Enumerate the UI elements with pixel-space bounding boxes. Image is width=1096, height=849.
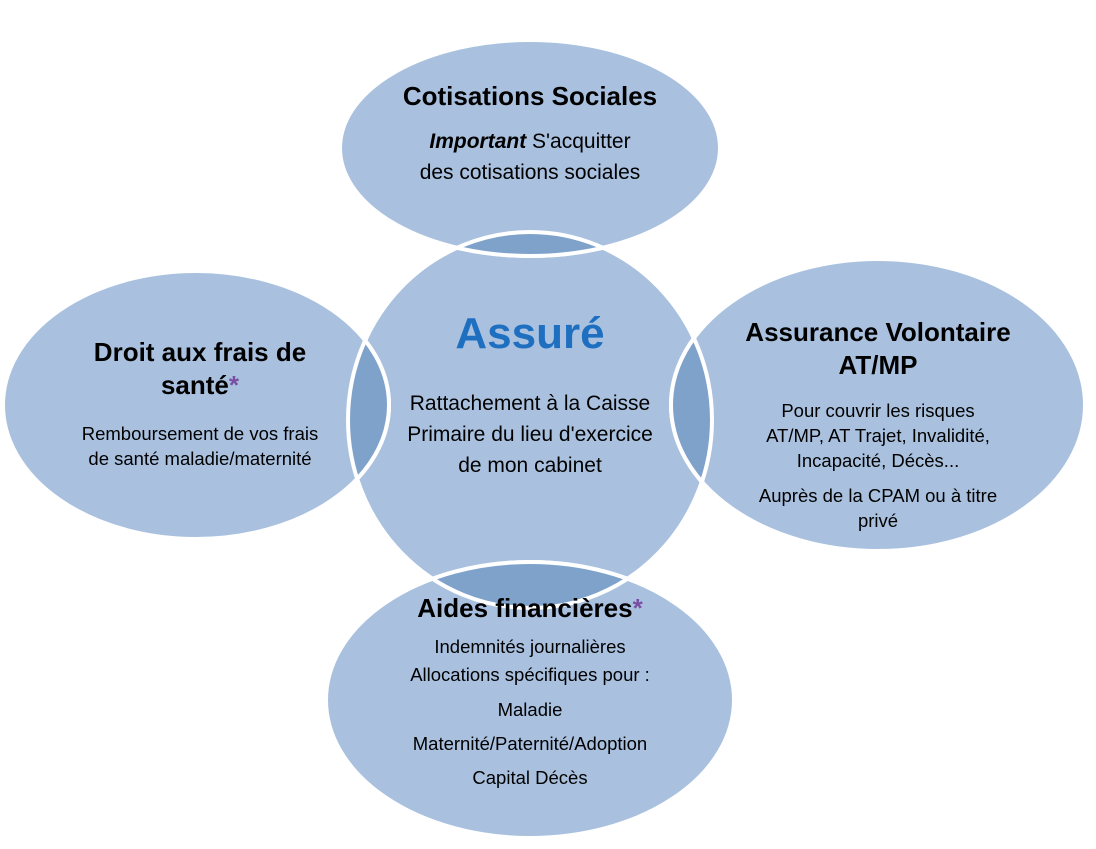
bottom-title-text: Aides financières — [417, 593, 633, 623]
left-title: Droit aux frais de santé* — [30, 336, 370, 402]
top-text-line2: des cotisations sociales — [419, 161, 641, 184]
left-circle — [1, 269, 391, 541]
center-circle-outline — [346, 230, 714, 610]
right-text-line5: privé — [857, 510, 899, 531]
right-text-line4: Auprès de la CPAM ou à titre — [758, 485, 998, 506]
right-text-line1: Pour couvrir les risques — [781, 400, 975, 421]
bottom-title: Aides financières* — [340, 592, 720, 625]
bottom-item-4: Capital Décès — [472, 767, 588, 788]
right-title: Assurance Volontaire AT/MP — [700, 316, 1056, 382]
bottom-item-3: Maternité/Paternité/Adoption — [412, 733, 648, 754]
right-title-line2: AT/MP — [838, 350, 918, 380]
right-text: Pour couvrir les risques AT/MP, AT Traje… — [700, 398, 1056, 473]
bottom-item-2: Maladie — [497, 699, 563, 720]
left-text-line2: de santé maladie/maternité — [88, 448, 312, 469]
right-text-line2: AT/MP, AT Trajet, Invalidité, — [766, 425, 990, 446]
right-text-line3: Incapacité, Décès... — [796, 450, 960, 471]
left-title-line1: Droit aux frais de — [93, 337, 307, 367]
overlap-right — [669, 257, 712, 553]
right-text-secondary: Auprès de la CPAM ou à titre privé — [700, 483, 1056, 533]
bottom-item-0: Indemnités journalières — [434, 636, 626, 657]
bottom-item-1: Allocations spécifiques pour : — [410, 664, 650, 685]
overlap-left — [348, 269, 391, 541]
center-text: Rattachement à la Caisse Primaire du lie… — [407, 392, 653, 477]
left-asterisk: * — [228, 370, 240, 400]
center-title: Assuré — [455, 309, 605, 358]
top-text-line1: S'acquitter — [526, 130, 631, 153]
left-title-line2: santé — [160, 370, 229, 400]
overlap-bottom — [348, 560, 712, 608]
bottom-asterisk: * — [632, 593, 643, 623]
top-text: Important S'acquitter des cotisations so… — [340, 126, 720, 188]
left-text: Remboursement de vos frais de santé mala… — [30, 421, 370, 471]
right-title-line1: Assurance Volontaire — [745, 317, 1011, 347]
top-title: Cotisations Sociales — [402, 81, 658, 111]
top-emphasis: Important — [429, 130, 527, 153]
left-text-line1: Remboursement de vos frais — [81, 423, 319, 444]
overlap-top — [348, 232, 712, 258]
